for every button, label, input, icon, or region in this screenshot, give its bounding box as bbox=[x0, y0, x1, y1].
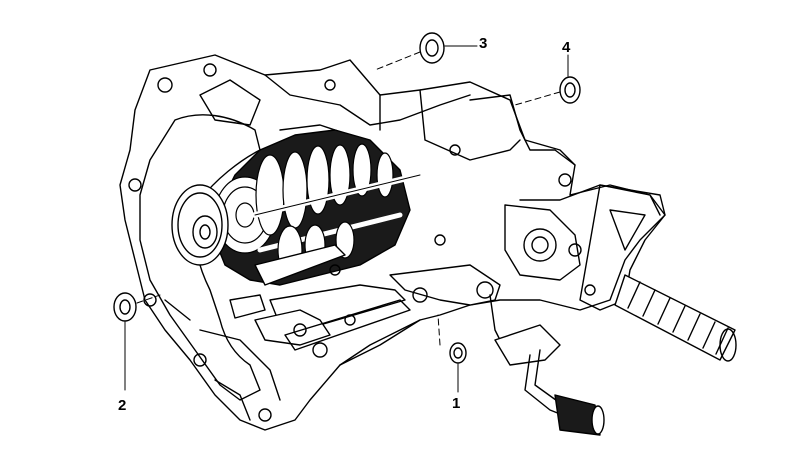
footrest-peg bbox=[614, 274, 737, 362]
callout-1: 1 bbox=[452, 395, 461, 412]
shift-mechanism bbox=[229, 244, 411, 358]
callout-4: 4 bbox=[562, 39, 571, 56]
leader-lines bbox=[124, 45, 569, 393]
upper-housing bbox=[264, 74, 521, 161]
housing-outline bbox=[119, 54, 666, 431]
seal-ring-right bbox=[559, 76, 581, 104]
seal-ring-small bbox=[449, 342, 467, 364]
bolt-bosses bbox=[128, 63, 596, 422]
input-gear bbox=[171, 184, 229, 266]
callout-3: 3 bbox=[479, 35, 488, 52]
footrest-bracket bbox=[579, 184, 666, 311]
callout-2: 2 bbox=[118, 397, 127, 414]
seal-ring-top bbox=[419, 32, 445, 64]
gear-cluster bbox=[214, 143, 423, 275]
shift-lever bbox=[389, 264, 605, 436]
seal-ring-left bbox=[113, 292, 137, 322]
